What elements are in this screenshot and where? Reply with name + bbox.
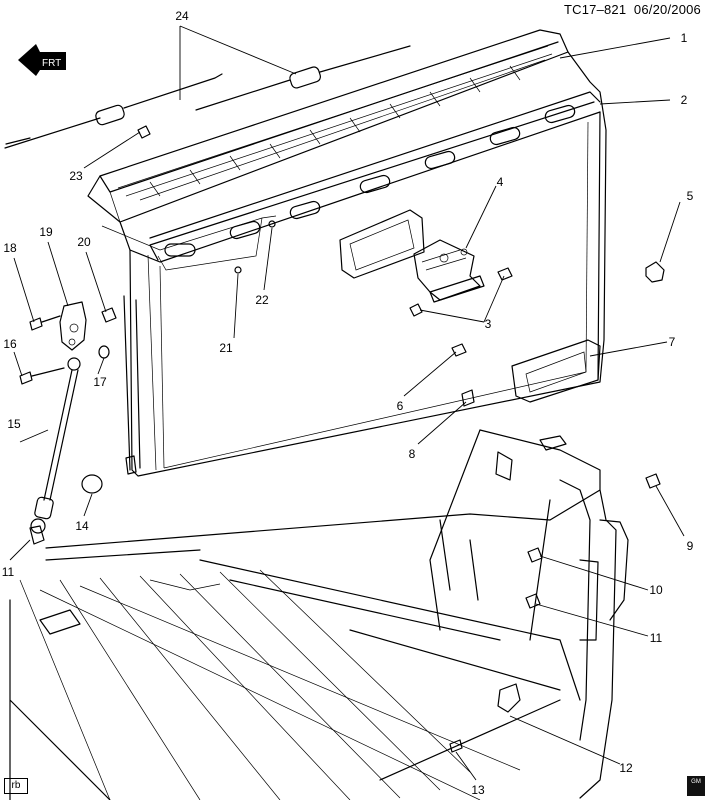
rod-clip-lower bbox=[234, 266, 242, 274]
gm-logo: GM bbox=[687, 776, 705, 796]
tailgate-bumper bbox=[645, 261, 665, 283]
callout-20: 20 bbox=[77, 235, 91, 249]
callout-15: 15 bbox=[7, 417, 21, 431]
cable-stud-left bbox=[29, 525, 45, 545]
corner-tag: rb bbox=[4, 778, 28, 794]
front-arrow-icon: FRT bbox=[18, 44, 66, 76]
latch-clip-upper bbox=[497, 267, 513, 281]
cable-assembly bbox=[4, 45, 411, 149]
washer bbox=[98, 345, 110, 359]
hinge-bolt-lower bbox=[449, 739, 463, 753]
hinge-bracket bbox=[59, 301, 87, 351]
pivot-cap bbox=[81, 474, 103, 494]
striker-stud-upper bbox=[527, 547, 543, 563]
latch-clip-lower bbox=[409, 303, 423, 317]
diagram-header: TC17–821 06/20/2006 bbox=[564, 2, 701, 17]
leader-lines bbox=[9, 25, 685, 781]
callout-5: 5 bbox=[686, 189, 694, 203]
front-arrow-label: FRT bbox=[42, 58, 61, 69]
callout-4: 4 bbox=[496, 175, 504, 189]
callout-8: 8 bbox=[408, 447, 416, 461]
callout-14: 14 bbox=[75, 519, 89, 533]
cap-screw bbox=[137, 125, 151, 139]
cable-bolt bbox=[19, 367, 65, 385]
diagram-code: TC17–821 bbox=[563, 2, 627, 17]
callout-3: 3 bbox=[484, 317, 492, 331]
callout-18: 18 bbox=[3, 241, 17, 255]
callout-6: 6 bbox=[396, 399, 404, 413]
retainer-clip bbox=[451, 343, 467, 357]
callout-16: 16 bbox=[3, 337, 17, 351]
callout-17: 17 bbox=[93, 375, 107, 389]
callout-23: 23 bbox=[69, 169, 83, 183]
callout-10: 10 bbox=[649, 583, 663, 597]
callout-12: 12 bbox=[619, 761, 633, 775]
diagram-date: 06/20/2006 bbox=[633, 2, 701, 17]
hinge-bolt bbox=[29, 315, 61, 331]
rod-clip-upper bbox=[268, 220, 276, 228]
tailgate-panel bbox=[119, 51, 607, 477]
callout-11-right: 11 bbox=[649, 631, 663, 645]
callout-1: 1 bbox=[680, 31, 688, 45]
latch-assembly bbox=[413, 239, 485, 303]
hinge-pin bbox=[101, 307, 117, 323]
callout-24: 24 bbox=[175, 9, 189, 23]
callout-13: 13 bbox=[471, 783, 485, 797]
handle-bezel bbox=[511, 339, 601, 403]
striker-bumper bbox=[645, 473, 661, 489]
support-cable bbox=[30, 357, 81, 534]
truck-bed bbox=[9, 429, 629, 800]
callout-2: 2 bbox=[680, 93, 688, 107]
callout-11-left: 11 bbox=[1, 565, 15, 579]
striker-stud-lower bbox=[525, 593, 541, 609]
callout-19: 19 bbox=[39, 225, 53, 239]
callout-7: 7 bbox=[668, 335, 676, 349]
callout-21: 21 bbox=[219, 341, 233, 355]
callout-9: 9 bbox=[686, 539, 694, 553]
callout-22: 22 bbox=[255, 293, 269, 307]
clip-nut bbox=[461, 389, 475, 407]
gm-logo-text: GM bbox=[691, 779, 701, 785]
tailgate-cap bbox=[87, 29, 569, 223]
